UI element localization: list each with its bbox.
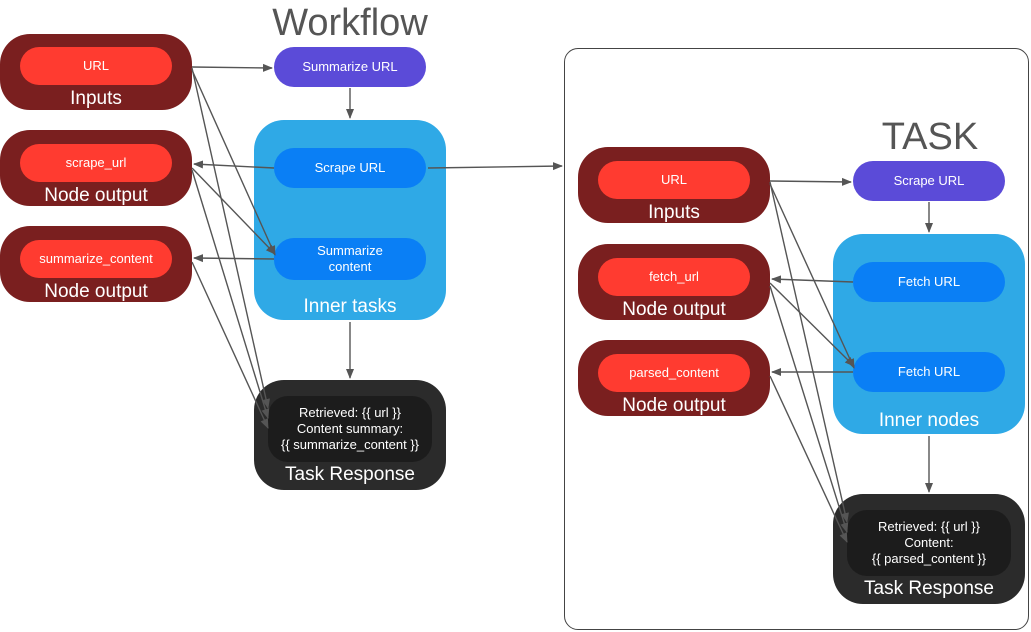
task-node-output-label-1: Node output: [622, 299, 726, 320]
workflow-inputs-label: Inputs: [70, 88, 122, 109]
arrow-taskurl-to-fetch2: [769, 183, 855, 369]
task-input-url-pill[interactable]: URL: [598, 161, 750, 199]
arrow-url-to-summarizecontent: [191, 69, 276, 256]
workflow-task-response-label: Task Response: [285, 464, 415, 485]
workflow-inner-tasks-label: Inner tasks: [303, 296, 397, 317]
arrow-scrape-to-output: [193, 160, 275, 169]
task-node-output-label-2: Node output: [622, 395, 726, 416]
task-title: TASK: [881, 116, 979, 158]
task-task-pill[interactable]: Scrape URL: [853, 161, 1005, 201]
arrow-url-to-summarize: [191, 63, 273, 72]
arrow-scrapeoutput-to-summarizecontent: [191, 167, 276, 255]
arrow-taskurl-to-response: [769, 181, 849, 523]
workflow-node-output-pill-1[interactable]: scrape_url: [20, 144, 172, 182]
workflow-node-output-pill-2[interactable]: summarize_content: [20, 240, 172, 278]
task-inner-nodes-label: Inner nodes: [878, 410, 980, 431]
arrow-fetch1-to-output: [771, 275, 854, 284]
workflow-input-url-pill[interactable]: URL: [20, 47, 172, 85]
arrow-scrapeoutput-to-response: [191, 169, 270, 419]
arrow-fetchoutput-to-response: [769, 285, 849, 533]
task-task-response-label: Task Response: [864, 578, 994, 599]
workflow-node-output-label-1: Node output: [44, 185, 148, 206]
task-task-response-text: Retrieved: {{ url }} Content: {{ parsed_…: [847, 510, 1011, 576]
arrow-fetchoutput-to-fetch2: [769, 282, 855, 367]
task-inner-node-2[interactable]: Fetch URL: [853, 352, 1005, 392]
workflow-title: Workflow: [272, 2, 428, 44]
arrow-summaryoutput-to-response: [191, 261, 269, 429]
arrow-workflow-to-task: [427, 162, 563, 171]
workflow-task-pill[interactable]: Summarize URL: [274, 47, 426, 87]
arrow-url-to-response: [191, 67, 270, 409]
workflow-task-response-text: Retrieved: {{ url }} Content summary: {{…: [268, 396, 432, 462]
arrow-taskurl-to-scrape: [769, 177, 852, 186]
task-inner-node-1[interactable]: Fetch URL: [853, 262, 1005, 302]
workflow-inner-task-1[interactable]: Scrape URL: [274, 148, 426, 188]
workflow-node-output-label-2: Node output: [44, 281, 148, 302]
arrow-parsedoutput-to-response: [769, 375, 848, 543]
workflow-inner-task-2[interactable]: Summarize content: [274, 238, 426, 280]
task-node-output-pill-2[interactable]: parsed_content: [598, 354, 750, 392]
task-node-output-pill-1[interactable]: fetch_url: [598, 258, 750, 296]
task-inputs-label: Inputs: [648, 202, 700, 223]
